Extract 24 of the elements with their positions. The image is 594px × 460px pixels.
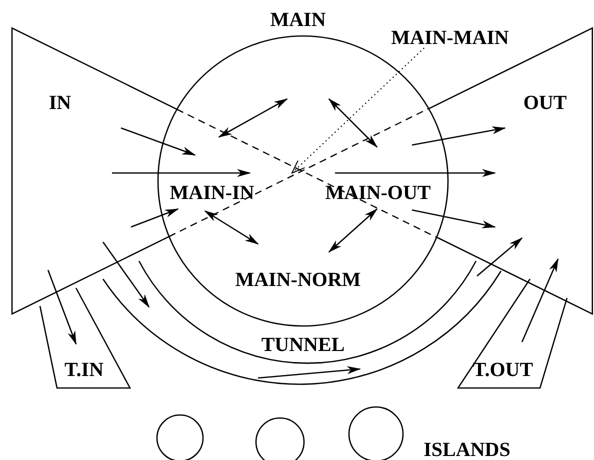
region-label: TUNNEL [261,335,345,355]
arrow [47,270,77,345]
region-label: MAIN-NORM [235,270,361,290]
tube-region [39,287,131,389]
leader-line [292,48,424,174]
arrow [130,208,179,228]
arrow [112,169,251,177]
arrow [120,127,196,156]
arrow [102,242,150,308]
region-label: T.OUT [472,360,534,380]
region-label: MAIN-MAIN [391,28,509,48]
region-label: OUT [523,93,567,113]
region-label: T.IN [64,360,104,380]
arrow [521,258,559,342]
tube-region [457,278,568,389]
region-label: MAIN-OUT [325,183,431,203]
region-label: IN [48,93,72,113]
region-label: MAIN [270,10,326,30]
arrow [412,209,496,228]
arrow [476,237,523,276]
region-label: MAIN-IN [170,183,254,203]
region-label: ISLANDS [424,440,510,460]
arrow [412,126,506,146]
arrow [335,169,496,177]
